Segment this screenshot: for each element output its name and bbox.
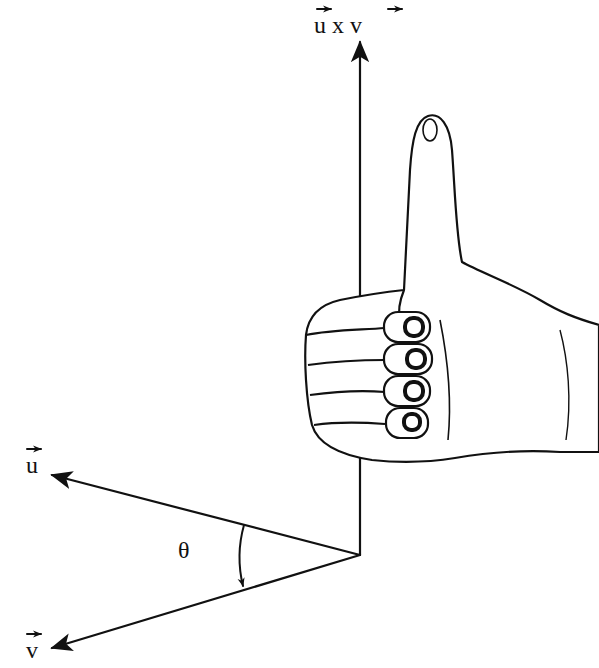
fingernail — [405, 382, 423, 400]
vector-label: u — [26, 453, 38, 477]
vector-accent — [317, 8, 331, 10]
fingertip — [384, 376, 430, 406]
angle-arc — [240, 525, 244, 586]
finger-line — [308, 360, 385, 365]
vector-accent — [388, 8, 402, 10]
fingertip — [384, 344, 432, 374]
fingertip — [386, 408, 428, 438]
thumbnail — [423, 119, 437, 141]
finger-line — [306, 328, 385, 335]
palm-line — [440, 320, 450, 440]
fingernail — [407, 350, 425, 368]
right-hand — [305, 115, 599, 461]
hand-outline — [305, 115, 599, 461]
vector-label: v — [26, 638, 38, 662]
fingernail — [405, 318, 423, 336]
u-vector — [52, 475, 360, 555]
finger-line — [314, 423, 385, 425]
wrist-line — [560, 330, 569, 440]
angle-label: θ — [178, 538, 190, 562]
finger-line — [310, 391, 385, 395]
cross-product-label: u x v — [314, 13, 362, 37]
fingernail — [404, 414, 420, 430]
vector-accent — [27, 633, 41, 635]
vector-accent — [27, 448, 41, 450]
fingertip — [384, 312, 430, 342]
v-vector — [52, 555, 360, 648]
